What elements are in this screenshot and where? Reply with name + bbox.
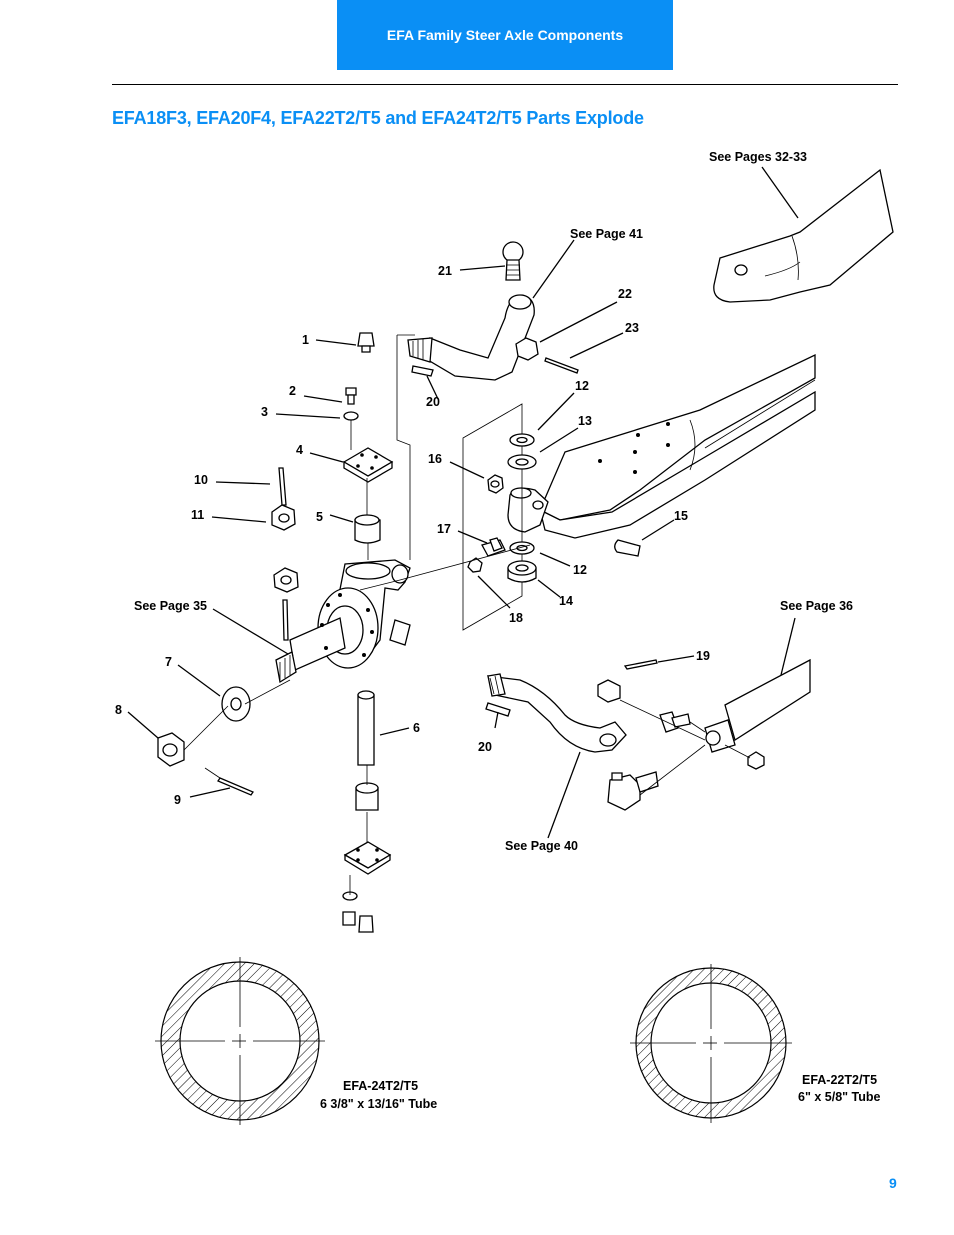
tube-right-size: 6" x 5/8" Tube bbox=[798, 1090, 881, 1104]
header-rule bbox=[112, 84, 898, 85]
callout-8: 8 bbox=[115, 703, 122, 717]
callout-16: 16 bbox=[428, 452, 442, 466]
callout-6: 6 bbox=[413, 721, 420, 735]
section-header-tab: EFA Family Steer Axle Components bbox=[337, 0, 673, 70]
callout-12-lower: 12 bbox=[573, 563, 587, 577]
callout-18: 18 bbox=[509, 611, 523, 625]
tube-section-right: EFA-22T2/T5 6" x 5/8" Tube bbox=[630, 964, 881, 1123]
king-pin-stack bbox=[342, 332, 394, 933]
thrust-washers bbox=[467, 433, 641, 583]
tube-left-size: 6 3/8" x 13/16" Tube bbox=[320, 1097, 437, 1111]
callout-23: 23 bbox=[625, 321, 639, 335]
callout-2: 2 bbox=[289, 384, 296, 398]
ref-page-36: See Page 36 bbox=[780, 599, 853, 613]
callout-20-lower: 20 bbox=[478, 740, 492, 754]
spindle-nut-parts bbox=[157, 467, 299, 796]
callout-12-upper: 12 bbox=[575, 379, 589, 393]
section-title: EFA Family Steer Axle Components bbox=[386, 27, 624, 43]
i-beam bbox=[507, 353, 816, 539]
steering-knuckle bbox=[275, 520, 531, 684]
callout-11: 11 bbox=[191, 508, 204, 522]
page-number: 9 bbox=[889, 1175, 897, 1191]
callout-14: 14 bbox=[559, 594, 573, 608]
steering-arm-upper bbox=[407, 241, 579, 381]
callout-7: 7 bbox=[165, 655, 172, 669]
ref-page-40: See Page 40 bbox=[505, 839, 578, 853]
ref-page-41: See Page 41 bbox=[570, 227, 643, 241]
callout-13: 13 bbox=[578, 414, 592, 428]
tube-left-model: EFA-24T2/T5 bbox=[343, 1079, 418, 1093]
callout-22: 22 bbox=[618, 287, 632, 301]
ref-pages-32-33: See Pages 32-33 bbox=[709, 150, 807, 164]
callout-20-upper: 20 bbox=[426, 395, 440, 409]
ref-page-35: See Page 35 bbox=[134, 599, 207, 613]
callout-1: 1 bbox=[302, 333, 309, 347]
tube-section-left: EFA-24T2/T5 6 3/8" x 13/16" Tube bbox=[155, 957, 437, 1125]
callout-17: 17 bbox=[437, 522, 451, 536]
callout-10: 10 bbox=[194, 473, 208, 487]
leader-lines bbox=[127, 166, 799, 839]
callout-21: 21 bbox=[438, 264, 452, 278]
callout-15: 15 bbox=[674, 509, 688, 523]
callout-9: 9 bbox=[174, 793, 181, 807]
tube-right-model: EFA-22T2/T5 bbox=[802, 1073, 877, 1087]
callout-5: 5 bbox=[316, 510, 323, 524]
callout-4: 4 bbox=[296, 443, 303, 457]
callout-3: 3 bbox=[261, 405, 268, 419]
axle-beam-end bbox=[713, 168, 894, 303]
tie-rod-assembly bbox=[485, 658, 811, 811]
page-title: EFA18F3, EFA20F4, EFA22T2/T5 and EFA24T2… bbox=[112, 108, 644, 128]
callout-numbers: 1 2 3 4 5 6 7 8 9 10 11 12 12 13 14 15 1… bbox=[115, 264, 710, 807]
callout-19: 19 bbox=[696, 649, 710, 663]
page-references: See Pages 32-33 See Page 41 See Page 35 … bbox=[134, 150, 853, 853]
